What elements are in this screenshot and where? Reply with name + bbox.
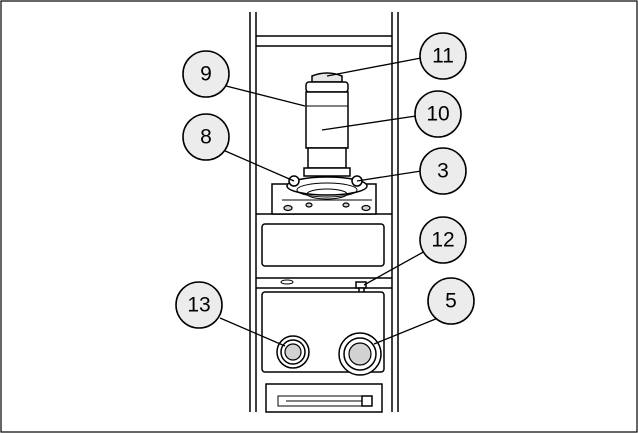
- callout-3: 3: [419, 147, 467, 195]
- callout-11-label: 11: [432, 45, 454, 68]
- callout-9: 9: [182, 50, 230, 98]
- callout-8-label: 8: [200, 126, 212, 149]
- device-frame: [249, 12, 399, 412]
- callout-12-label: 12: [431, 229, 454, 252]
- callout-3-label: 3: [437, 160, 449, 183]
- callout-10-label: 10: [426, 103, 449, 126]
- callout-11: 11: [419, 32, 467, 80]
- callout-13: 13: [175, 281, 223, 329]
- indicator-slot: [280, 279, 294, 285]
- small-push-button: [276, 335, 310, 369]
- callout-5-label: 5: [445, 290, 457, 313]
- display-panel: [261, 223, 385, 267]
- callout-13-label: 13: [187, 294, 210, 317]
- callout-9-label: 9: [200, 63, 212, 86]
- callout-12: 12: [419, 216, 467, 264]
- bottom-connector: [265, 383, 383, 413]
- large-push-button: [338, 332, 382, 376]
- leader-lines: [219, 57, 439, 347]
- callout-10: 10: [414, 90, 462, 138]
- callout-8: 8: [182, 113, 230, 161]
- joystick-handle: [303, 72, 351, 177]
- joystick-mount: [271, 175, 377, 215]
- callout-5: 5: [427, 277, 475, 325]
